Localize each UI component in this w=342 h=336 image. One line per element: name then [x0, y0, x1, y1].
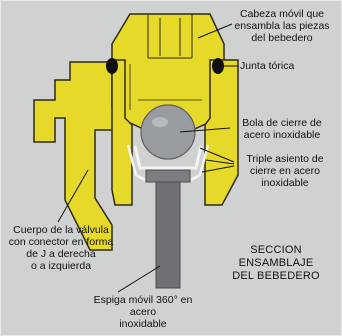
- leader-lines: [57, 23, 238, 293]
- stem-cap: [145, 169, 191, 183]
- o-ring-left: [106, 58, 118, 74]
- label-valve-body: Cuerpo de la válvula con conector en for…: [8, 224, 114, 272]
- label-triple-seat: Triple asiento de cierre en acero inoxid…: [246, 153, 324, 189]
- leader-cuerpo: [57, 169, 89, 223]
- ball-highlight: [152, 117, 168, 127]
- left-collar: [111, 59, 133, 206]
- leader-triple-2: [205, 159, 235, 165]
- label-stem: Espiga móvil 360° en acero inoxidable: [93, 294, 193, 330]
- stainless-stem: [155, 181, 181, 289]
- label-moving-head: Cabeza móvil que ensambla las piezas del…: [234, 8, 330, 44]
- head-channel: [147, 14, 193, 59]
- leader-triple-3: [201, 165, 235, 173]
- triple-seat: [133, 145, 203, 170]
- label-section-title: SECCION ENSAMBLAJE DEL BEBEDERO: [232, 244, 320, 282]
- steel-ball: [140, 104, 196, 160]
- seat-left-lip: [126, 144, 146, 182]
- seat-right-lip: [190, 144, 210, 182]
- leader-cabeza: [197, 23, 233, 39]
- label-o-ring: Junta tórica: [240, 60, 295, 72]
- leader-bola: [179, 127, 231, 133]
- o-ring-right: [212, 58, 224, 74]
- leader-triple-1: [199, 147, 235, 163]
- label-steel-ball: Bola de cierre de acero inoxidable: [242, 117, 322, 141]
- valve-body-j-shape: [33, 61, 119, 251]
- head-inner-lines: [129, 64, 211, 110]
- right-collar: [204, 59, 239, 206]
- leader-espiga: [117, 265, 161, 293]
